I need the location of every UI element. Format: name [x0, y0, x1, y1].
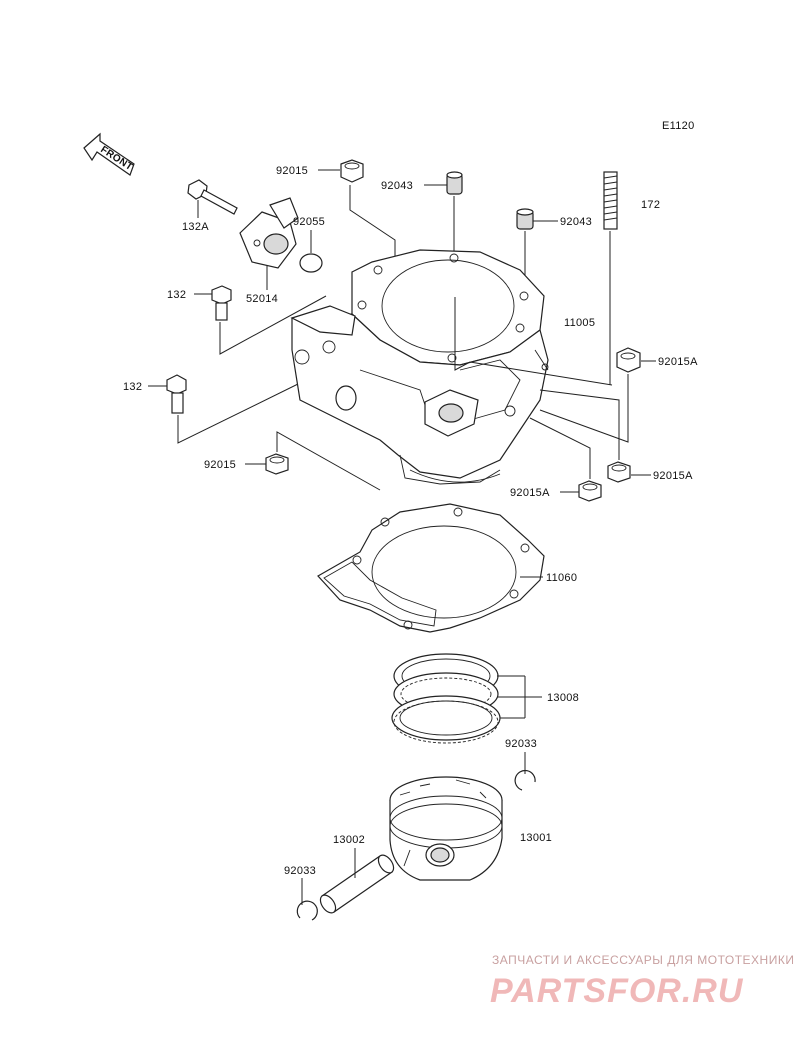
watermark-brand: PARTSFOR.RU: [490, 972, 744, 1010]
piston-rings-13008: [391, 653, 501, 744]
dowel-92043-a: [446, 171, 463, 195]
label-92015A-bottom: 92015A: [510, 487, 550, 499]
nut-92015A-bottom-right: [607, 461, 631, 483]
diagram-code: E1120: [662, 120, 695, 132]
nut-92015A-right: [616, 347, 641, 373]
piston-13001: [389, 776, 503, 881]
bolt-132-b: [166, 374, 187, 414]
front-arrow-label: FRONT: [98, 144, 134, 173]
circlip-92033-right: [514, 769, 536, 791]
nut-92015A-bottom: [578, 480, 602, 502]
label-92015-left: 92015: [204, 459, 236, 471]
fitting-52014: [239, 197, 299, 269]
watermark-tagline: ЗАПЧАСТИ И АКСЕССУАРЫ ДЛЯ МОТОТЕХНИКИ: [492, 953, 794, 967]
label-13001: 13001: [520, 832, 552, 844]
label-92015A-bottom-right: 92015A: [653, 470, 693, 482]
label-11005: 11005: [564, 317, 595, 329]
label-132A: 132A: [182, 221, 209, 233]
oring-92055: [299, 253, 323, 273]
label-13002: 13002: [333, 834, 365, 846]
nut-92015-left: [265, 453, 289, 475]
front-arrow-icon: FRONT: [83, 132, 135, 176]
bolt-132-a: [211, 285, 232, 321]
label-11060: 11060: [546, 572, 577, 584]
label-92015A-right: 92015A: [658, 356, 698, 368]
label-172: 172: [641, 199, 660, 211]
label-132-b: 132: [123, 381, 142, 393]
nut-92015-top: [340, 159, 364, 183]
label-92055: 92055: [293, 216, 325, 228]
cylinder-block: [290, 249, 549, 485]
label-92033-left: 92033: [284, 865, 316, 877]
label-52014: 52014: [246, 293, 278, 305]
dowel-92043-b: [516, 208, 534, 230]
stud-172: [603, 171, 618, 230]
bolt-132A: [187, 179, 238, 215]
label-92015-top: 92015: [276, 165, 308, 177]
label-13008: 13008: [547, 692, 579, 704]
label-92043-a: 92043: [381, 180, 413, 192]
piston-pin-13002: [319, 854, 395, 914]
label-92043-b: 92043: [560, 216, 592, 228]
base-gasket-11060: [317, 503, 545, 633]
circlip-92033-left: [296, 900, 318, 921]
label-92033-right: 92033: [505, 738, 537, 750]
label-132-a: 132: [167, 289, 186, 301]
